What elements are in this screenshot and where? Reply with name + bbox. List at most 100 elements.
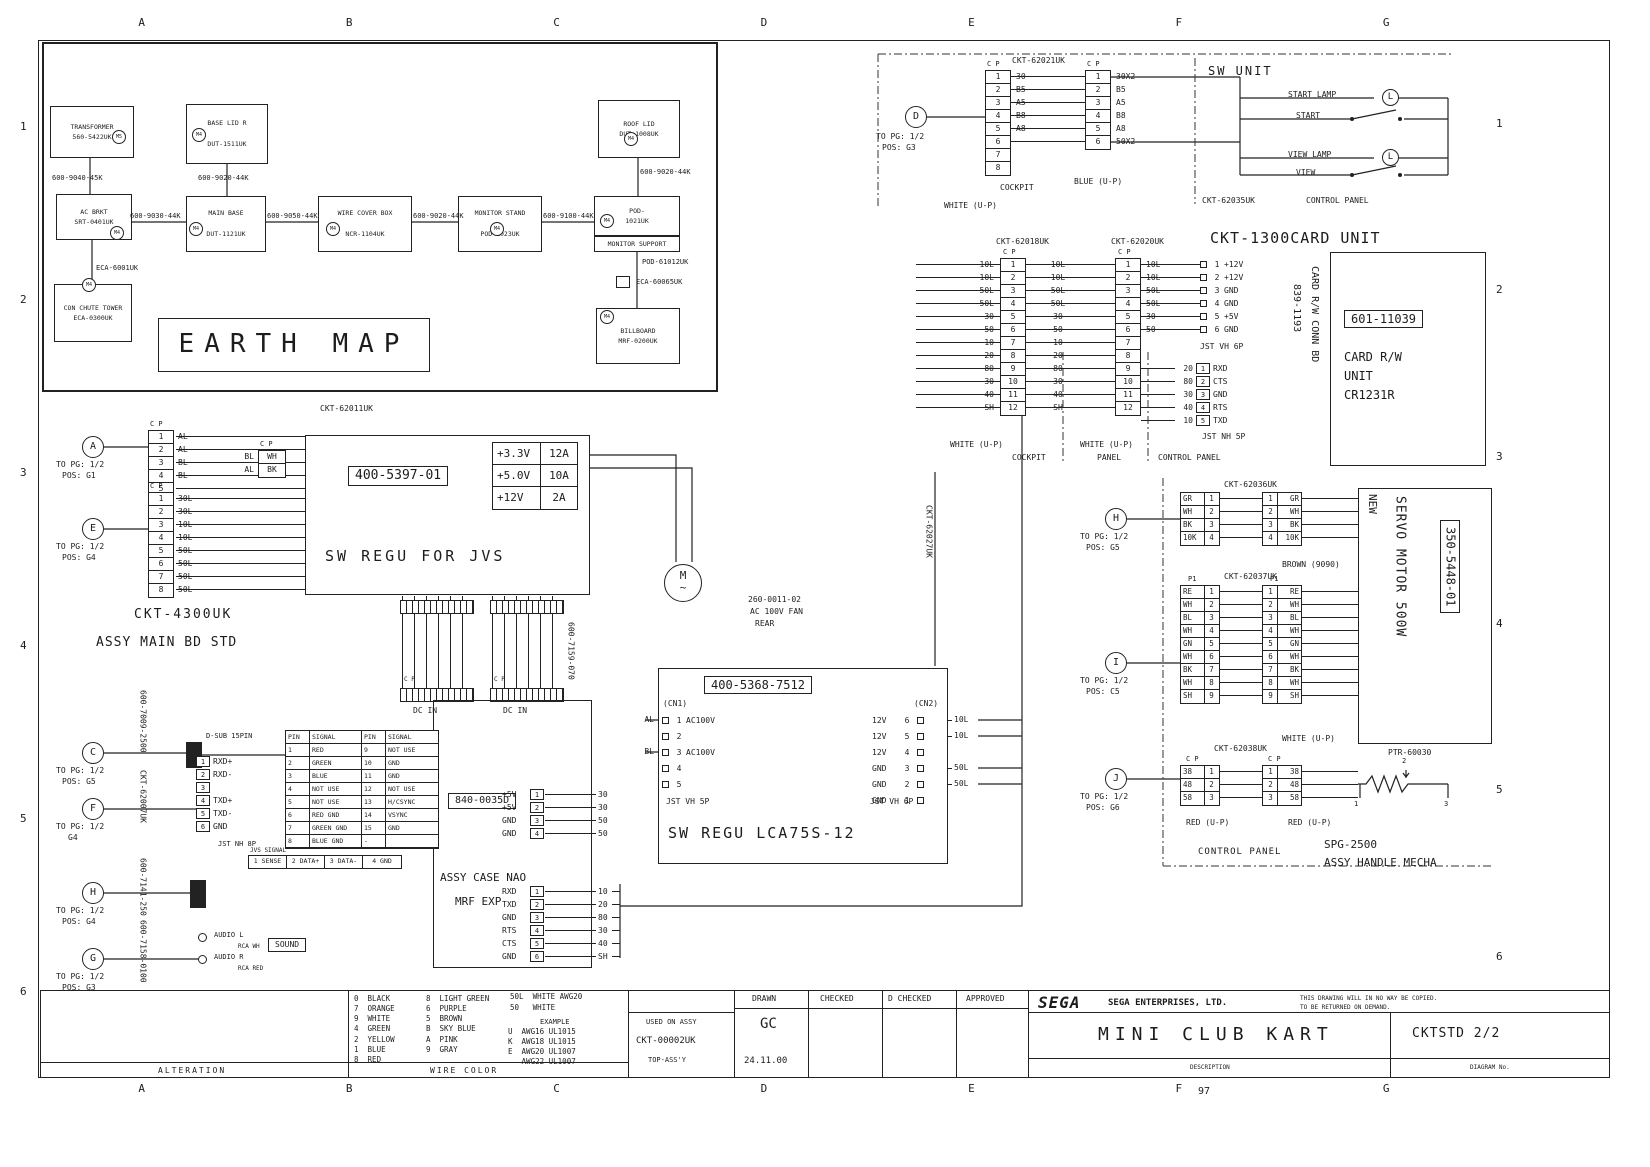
pin-number: 2 [676,731,682,741]
wire-label: 10L [979,260,994,269]
connector-pin: 2 [1086,84,1110,97]
cable-ckt62036: CKT-62036UK [1224,480,1277,489]
wire-label: 10L [954,731,969,740]
pin-number: 1 [904,795,910,805]
servo-i-p1-right: P1 [1270,575,1279,583]
wire-label: 80 [598,913,608,922]
wire-label: SH [984,403,994,412]
wire-label: 10L [1146,260,1161,269]
servo-brown-label: BROWN (9090) [1282,560,1340,569]
page-number: 97 [1198,1086,1211,1097]
wire-label [636,728,654,744]
connector-pin: BK [267,465,277,474]
jvs-signal-cell: 3 DATA- [325,856,363,868]
tb-line [1028,1012,1610,1013]
earth-wire-1: 600-9040-45K [52,174,103,182]
tb-divider [808,990,809,1078]
pin-signal: AC100V [686,715,715,725]
swu-blue-up: BLUE (U-P) [1074,177,1123,186]
earth-wire-3: 600-9030-44K [130,212,181,220]
connector-pin: 5 [158,484,164,493]
pin-number: 1 [1209,494,1214,503]
pin-signal: GND [502,816,517,825]
refg-pos: POS: G3 [62,983,96,992]
wire-label: 50L [1146,286,1161,295]
pin-number: 4 [530,925,544,936]
mini-conn-cp: C P [260,440,273,448]
tb-line [348,1062,628,1063]
connector-pin: 7 [1001,337,1025,350]
pin-number: 3 [904,763,910,773]
ref-circle-servo-h: H [1105,508,1127,530]
pin-square [1200,313,1207,320]
dc-bundle1 [402,613,473,689]
sega-logo: SEGA [1038,993,1081,1012]
connector-pin: 9 [1116,363,1140,376]
view-lamp-label: VIEW LAMP [1288,150,1332,159]
connector-pin: WH [259,451,285,464]
servo-i-pos: POS: C5 [1086,687,1120,696]
connector-pin: 6 [1001,324,1025,337]
pin-number: 5 [1214,312,1220,321]
earth-box-coin-chute: CON CHUTE TOWER ECA-0300UK [54,284,132,342]
card-cp-header2: C P [1118,248,1131,256]
pin-square [1200,287,1207,294]
refe-pos: POS: G4 [62,553,96,562]
wire-label [1016,161,1056,174]
cable-ckt62007: CKT-62007UK [138,770,148,823]
pin-number: 4 [1268,533,1273,542]
pin-square [1200,300,1207,307]
pin-number: 4 [676,763,682,773]
pin-number: 2 [1196,376,1210,387]
case-bundle-serial [545,891,596,957]
wire-label [636,776,654,792]
wire-label: SH [1181,690,1205,703]
pin-number: 3 [1209,793,1214,802]
fan-tilde: ~ [679,581,687,595]
card-bundle-power [1141,264,1200,330]
connector-pin: 4 [149,532,173,545]
wire-label: SH [1053,403,1063,412]
mrf-case-name2: MRF EXP [455,895,502,908]
wire-label: RE [1181,586,1205,598]
fan-name: AC 100V FAN [750,607,803,616]
servo-h-bundle [1220,498,1262,538]
jst-pin-row: 4 [662,760,715,776]
wire-label: 50 [1146,325,1156,334]
wire-label: 50L [178,572,193,581]
swu-title: SW UNIT [1208,64,1273,78]
pin-number: 6 [196,821,210,832]
potentiometer-number: PTR-60030 [1388,748,1432,757]
grid-letter: F [1175,1082,1183,1095]
rating-voltage: +5.0V [493,465,541,486]
earth-pod-support: POD-61012UK [642,258,689,266]
connector-pin: 4 [1116,298,1140,311]
pin-number: 3 [1268,613,1273,622]
card-rw-unit-number: 601-11039 [1344,310,1424,329]
connector-pin: 2 [986,84,1010,97]
pin-signal: RXD+ [213,757,233,766]
pin-signal: TXD [502,900,517,909]
mainbd-bundle-e [176,498,305,590]
wire-label: WH [1277,677,1301,689]
sw-regu-jvs-name: SW REGU FOR JVS [325,547,506,565]
case-bundle-serial-stub [612,891,620,957]
wire-label: WH [1181,599,1205,611]
connector-pin: 4 [149,470,173,483]
pin-signal: +5V [502,803,517,812]
wire-label: 40 [984,390,994,399]
